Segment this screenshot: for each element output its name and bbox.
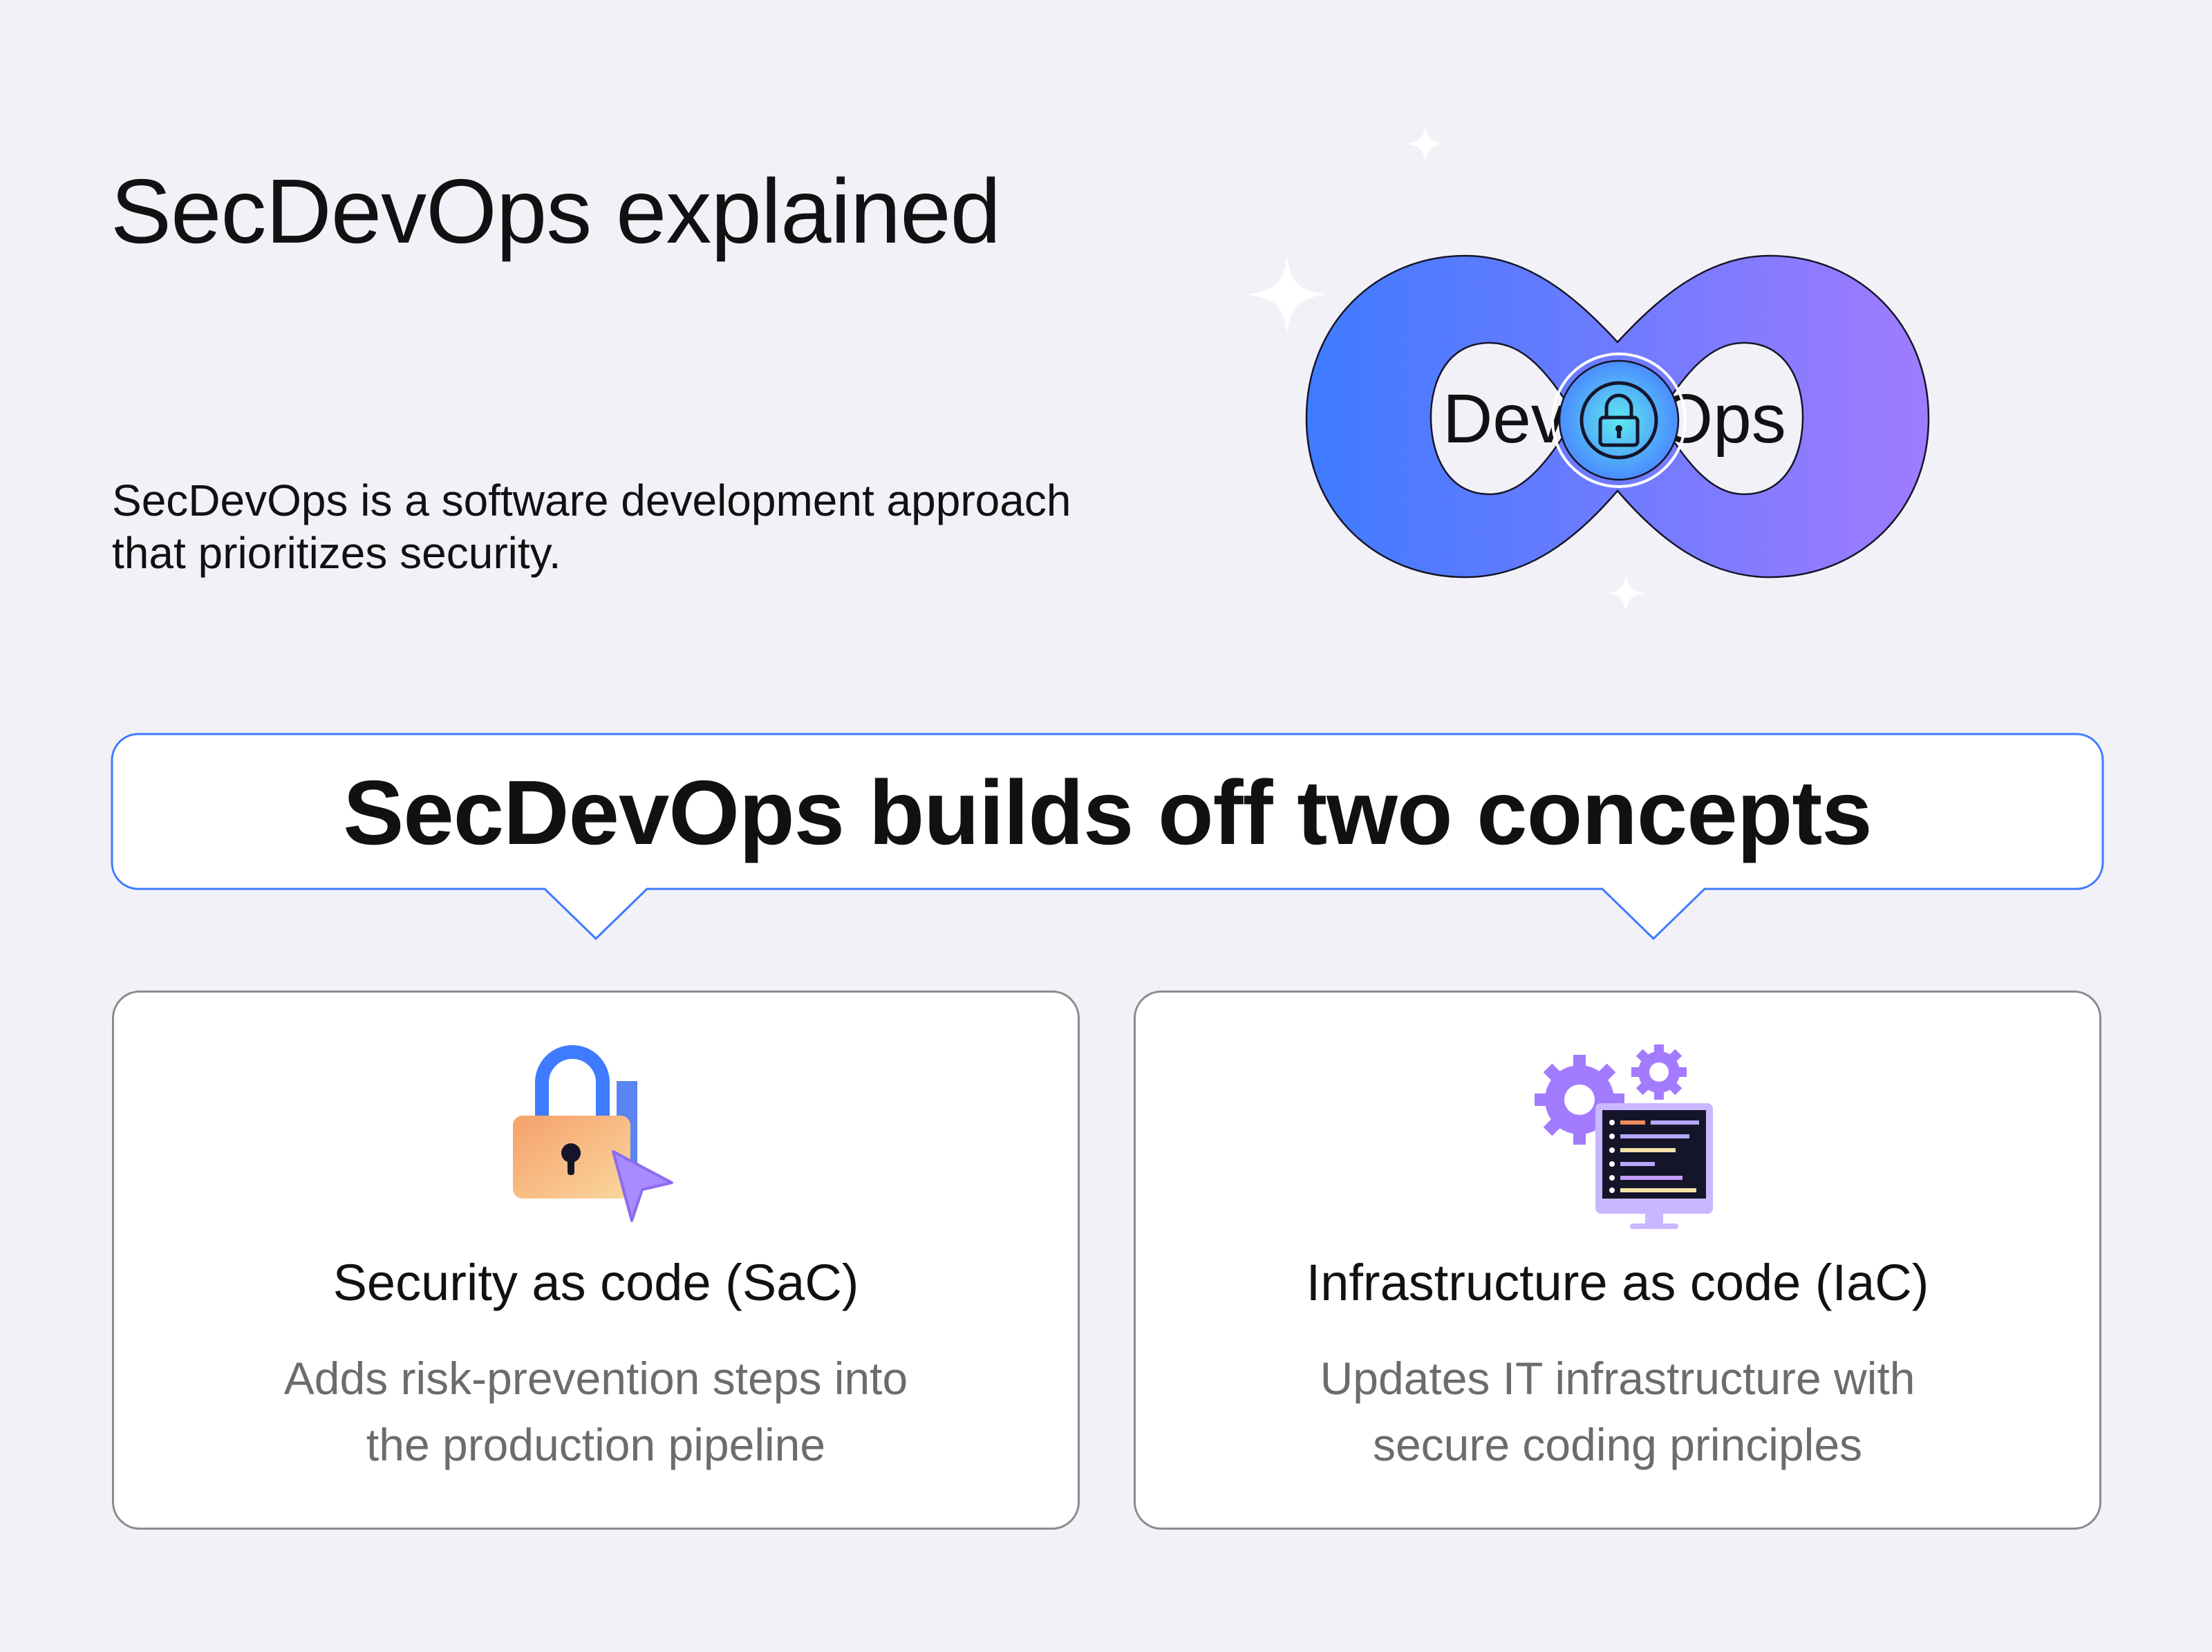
concept-description-line: Adds risk-prevention steps into xyxy=(283,1353,908,1404)
concept-description: Updates IT infrastructure with secure co… xyxy=(1136,1345,2099,1478)
callout-heading: SecDevOps builds off two concepts xyxy=(343,761,1872,863)
concept-title: Infrastructure as code (IaC) xyxy=(1306,1254,1929,1311)
concept-description-line: the production pipeline xyxy=(366,1419,826,1470)
concepts-callout-box xyxy=(111,733,2104,940)
sparkle-icon xyxy=(1606,574,1645,612)
infinity-diagram: Dev Ops xyxy=(1247,124,1930,612)
padlock-cursor-icon xyxy=(513,1045,673,1222)
lock-icon xyxy=(1551,353,1687,488)
concept-description-line: Updates IT infrastructure with xyxy=(1320,1353,1915,1404)
sparkle-icon xyxy=(1406,124,1445,163)
monitor-gears-icon xyxy=(1535,1044,1713,1229)
dev-label: Dev xyxy=(1443,380,1566,458)
concept-card-sac: Security as code (SaC) Adds risk-prevent… xyxy=(112,991,1080,1530)
sparkle-icon xyxy=(1247,256,1327,333)
page-title: SecDevOps explained xyxy=(111,160,1001,262)
concept-description: Adds risk-prevention steps into the prod… xyxy=(114,1345,1078,1478)
concept-title: Security as code (SaC) xyxy=(332,1254,859,1311)
concept-description-line: secure coding principles xyxy=(1372,1419,1863,1470)
concept-card-iac: Infrastructure as code (IaC) Updates IT … xyxy=(1134,991,2101,1530)
intro-text: SecDevOps is a software development appr… xyxy=(112,476,1071,578)
